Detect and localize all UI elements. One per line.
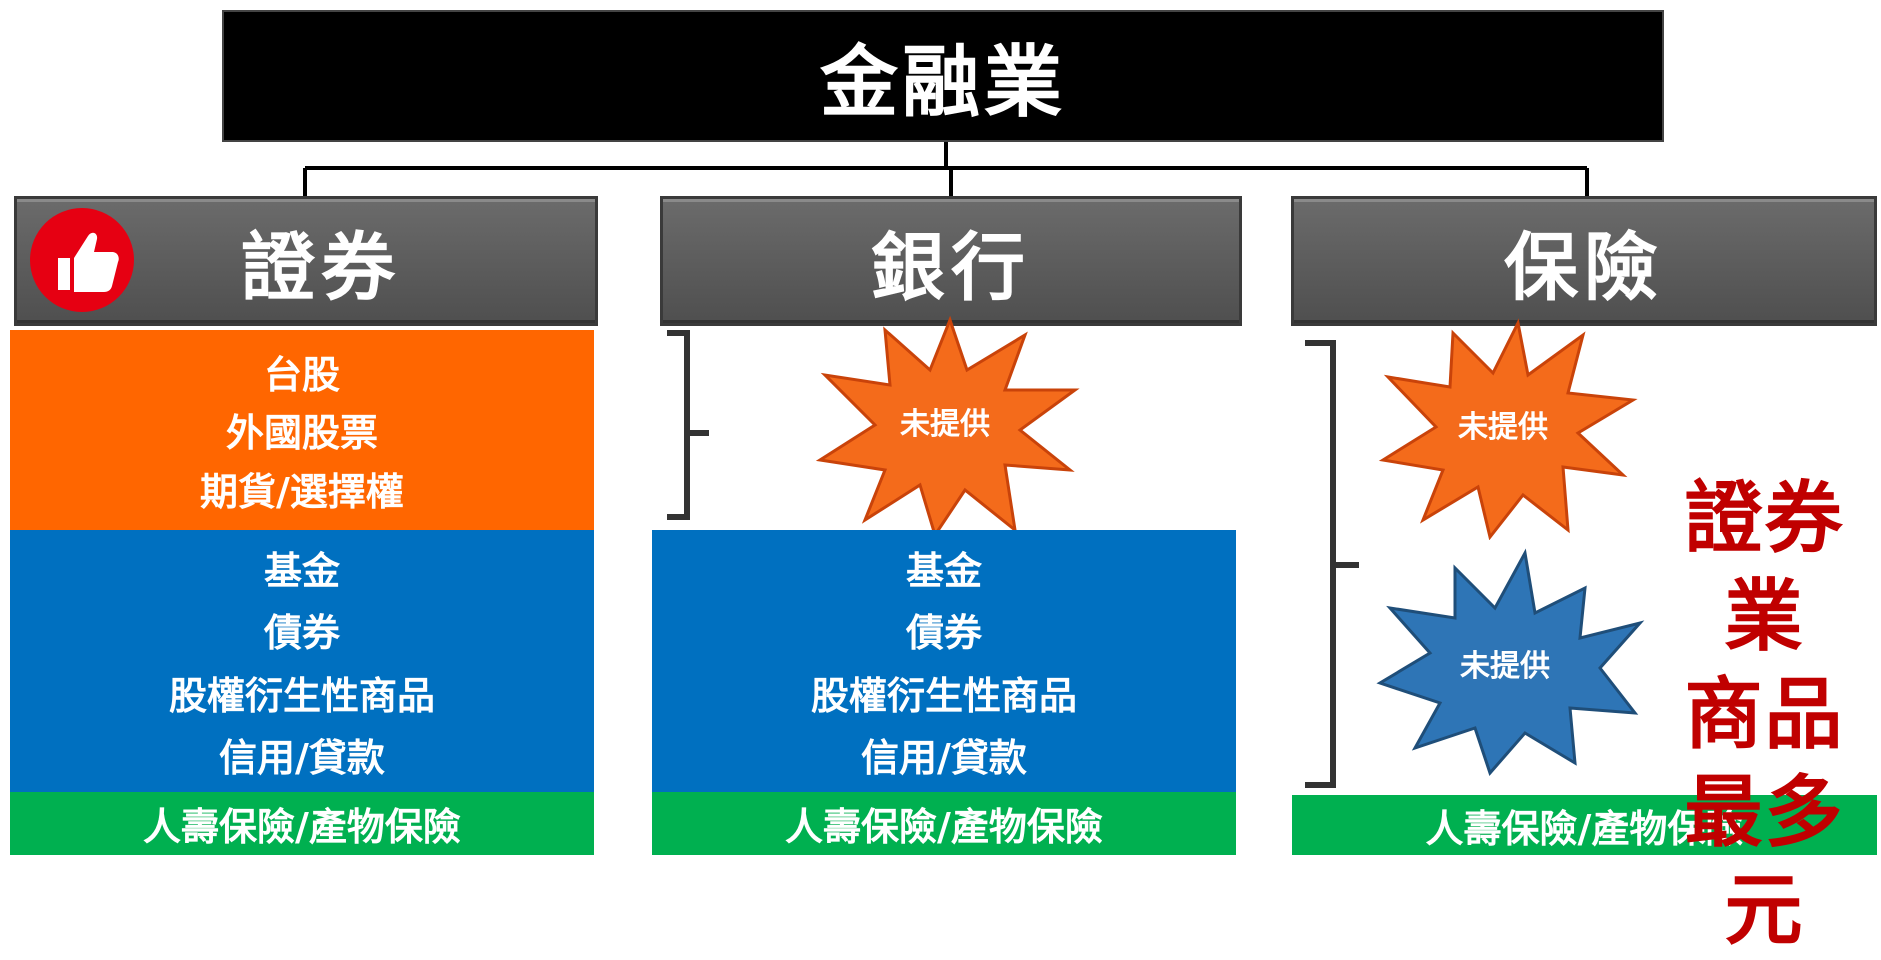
list-item: 債券 <box>263 611 340 656</box>
bank-green-block: 人壽保險/產物保險 <box>652 792 1236 855</box>
list-item: 股權衍生性商品 <box>168 673 435 718</box>
list-item: 期貨/選擇權 <box>200 470 404 515</box>
column-header-label: 證券 <box>241 224 401 311</box>
securities-blue-block: 基金 債券 股權衍生性商品 信用/貸款 <box>10 530 594 792</box>
top-title-bar: 金融業 <box>222 10 1664 142</box>
bank-blue-block: 基金 債券 股權衍生性商品 信用/貸款 <box>652 530 1236 792</box>
list-item: 人壽保險/產物保險 <box>143 805 461 849</box>
side-note: 證券業 商品 最多元 <box>1648 470 1881 960</box>
burst-label: 未提供 <box>1460 649 1550 684</box>
list-item: 台股 <box>263 352 340 397</box>
side-note-line: 最多元 <box>1684 768 1845 956</box>
securities-orange-block: 台股 外國股票 期貨/選擇權 <box>10 330 594 530</box>
list-item: 人壽保險/產物保險 <box>785 805 1103 849</box>
list-item: 信用/貸款 <box>219 736 385 781</box>
column-header-label: 銀行 <box>871 224 1031 311</box>
insurance-green-block: 人壽保險/產物保險 <box>1292 795 1877 855</box>
insurance-burst-blue-shape: 未提供 <box>1376 548 1645 776</box>
side-note-line: 證券業 <box>1684 474 1845 662</box>
list-item: 人壽保險/產物保險 <box>1425 806 1744 851</box>
burst-label: 未提供 <box>900 407 990 442</box>
top-title: 金融業 <box>819 38 1066 128</box>
side-note-line: 商品 <box>1684 670 1845 760</box>
list-item: 債券 <box>905 611 982 656</box>
insurance-burst-orange-shape: 未提供 <box>1378 318 1638 540</box>
insurance-bracket <box>1305 340 1359 788</box>
bank-burst-shape: 未提供 <box>815 315 1080 539</box>
list-item: 外國股票 <box>225 411 378 456</box>
column-header-insurance: 保險 <box>1291 196 1877 326</box>
list-item: 基金 <box>905 548 982 593</box>
bank-bracket <box>667 330 709 520</box>
burst-label: 未提供 <box>1458 410 1548 445</box>
list-item: 信用/貸款 <box>861 736 1027 781</box>
list-item: 股權衍生性商品 <box>810 673 1077 718</box>
list-item: 基金 <box>263 548 340 593</box>
connector-lines <box>303 142 1589 196</box>
column-header-bank: 銀行 <box>660 196 1242 326</box>
securities-green-block: 人壽保險/產物保險 <box>10 792 594 855</box>
thumbs-up-icon <box>30 208 134 312</box>
column-header-label: 保險 <box>1504 224 1664 311</box>
